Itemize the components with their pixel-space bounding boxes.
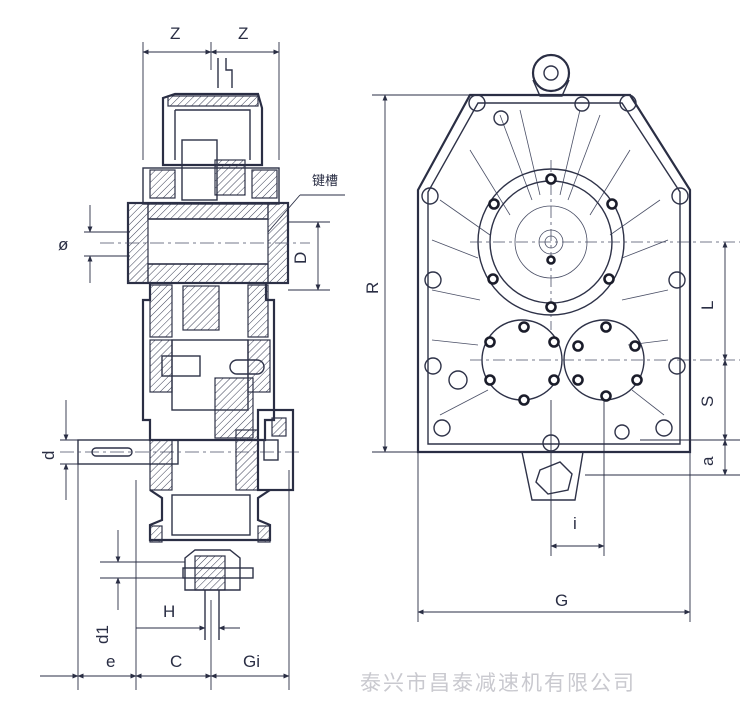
label-S: S [698,396,717,407]
label-H: H [163,602,175,621]
label-keyway: 键槽 [312,174,338,189]
dim-a: a [585,439,740,476]
dim-d: d [39,400,80,500]
front-view: R L S a i G [363,53,740,622]
watermark: 泰兴市昌泰减速机有限公司 [360,671,636,695]
dim-phi: ø [58,205,130,283]
dim-R: R [363,94,470,453]
dim-L: L [698,241,728,361]
dim-z: Z Z [142,24,280,160]
dim-D: D [288,221,330,291]
side-view: Z Z 键槽 ø [39,24,345,690]
dim-bottom: e C Gi [40,464,290,690]
label-z-left: Z [170,24,180,43]
label-C: C [170,652,182,671]
label-L: L [698,301,717,310]
label-phi: ø [58,235,68,254]
dim-i: i [550,400,605,556]
label-i: i [573,514,577,533]
dim-G: G [417,452,691,622]
label-d1: d1 [93,625,112,644]
dim-d1: d1 [93,530,185,644]
label-G: G [555,591,568,610]
dim-H: H [136,602,240,631]
label-D: D [291,252,310,264]
label-z-right: Z [238,24,248,43]
label-e: e [106,652,115,671]
label-R: R [363,282,382,294]
label-d: d [39,451,58,460]
label-Gi: Gi [243,652,260,671]
label-a: a [698,456,717,466]
